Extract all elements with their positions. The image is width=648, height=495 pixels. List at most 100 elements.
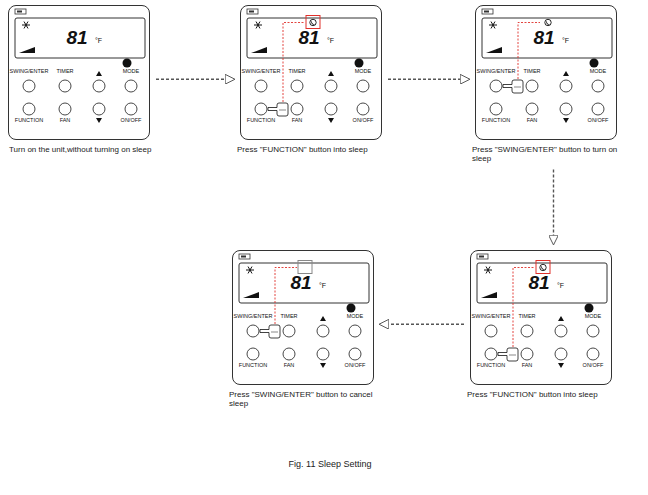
button bbox=[521, 325, 533, 337]
flow-arrow bbox=[553, 170, 554, 244]
lcd-display bbox=[247, 18, 377, 58]
sleep-icon bbox=[545, 19, 551, 25]
button-label: MODE bbox=[109, 68, 153, 74]
sleep-icon bbox=[310, 19, 316, 25]
button bbox=[587, 348, 599, 360]
button-label: ON/OFF bbox=[109, 117, 153, 123]
button bbox=[357, 103, 369, 115]
temperature-readout: 81 bbox=[59, 28, 95, 49]
button-label: SWING/ENTER bbox=[474, 68, 518, 74]
indicator-tag bbox=[484, 11, 489, 13]
indicator-tag bbox=[477, 254, 488, 259]
button bbox=[317, 348, 329, 360]
button bbox=[560, 80, 572, 92]
button-label: ON/OFF bbox=[341, 117, 385, 123]
button-label: TIMER bbox=[510, 68, 554, 74]
flow-arrow bbox=[156, 79, 234, 80]
cool-mode-icon bbox=[254, 22, 262, 29]
button bbox=[490, 103, 502, 115]
pressing-hand bbox=[271, 332, 278, 333]
indicator-tag bbox=[239, 254, 250, 259]
button-label: FAN bbox=[505, 362, 549, 368]
button bbox=[317, 325, 329, 337]
pressing-hand bbox=[268, 103, 288, 116]
button bbox=[555, 325, 567, 337]
cool-mode-icon bbox=[246, 267, 254, 274]
button-label: SWING/ENTER bbox=[231, 313, 275, 319]
indicator-tag bbox=[15, 9, 26, 14]
down-arrow-symbol bbox=[558, 363, 564, 368]
temperature-readout: 81 bbox=[283, 273, 319, 294]
button-label: MODE bbox=[571, 313, 615, 319]
pressing-hand bbox=[503, 80, 523, 93]
lcd-display bbox=[477, 263, 607, 303]
button-label: FAN bbox=[267, 362, 311, 368]
remote-controller-panel: 81°FSWING/ENTERTIMERMODEFUNCTIONFANON/OF… bbox=[240, 5, 382, 140]
button-label: FAN bbox=[510, 117, 554, 123]
button bbox=[59, 103, 71, 115]
up-arrow-symbol bbox=[320, 316, 326, 321]
button bbox=[125, 80, 137, 92]
signal-dot bbox=[590, 59, 599, 68]
button-label: SWING/ENTER bbox=[7, 68, 51, 74]
button bbox=[93, 103, 105, 115]
indicator-tag bbox=[482, 9, 493, 14]
button bbox=[255, 103, 267, 115]
temperature-unit: °F bbox=[319, 282, 333, 290]
down-arrow-symbol bbox=[328, 118, 334, 123]
button bbox=[125, 103, 137, 115]
signal-dot bbox=[355, 59, 364, 68]
temperature-readout: 81 bbox=[291, 28, 327, 49]
button-label: SWING/ENTER bbox=[469, 313, 513, 319]
down-arrow-symbol bbox=[96, 118, 102, 123]
remote-controller-panel: 81°FSWING/ENTERTIMERMODEFUNCTIONFANON/OF… bbox=[232, 250, 374, 385]
button bbox=[283, 325, 295, 337]
up-arrow-symbol bbox=[96, 71, 102, 76]
temperature-readout: 81 bbox=[521, 273, 557, 294]
temperature-unit: °F bbox=[562, 37, 576, 45]
pressing-hand bbox=[260, 325, 280, 338]
button bbox=[291, 80, 303, 92]
button bbox=[23, 103, 35, 115]
cool-mode-icon bbox=[489, 22, 497, 29]
pressing-hand bbox=[279, 110, 286, 111]
button bbox=[485, 348, 497, 360]
button-label: ON/OFF bbox=[576, 117, 620, 123]
step-caption: Press "SWING/ENTER" button to turn on sl… bbox=[472, 146, 632, 164]
button-label: TIMER bbox=[505, 313, 549, 319]
remote-controller-panel: 81°FSWING/ENTERTIMERMODEFUNCTIONFANON/OF… bbox=[8, 5, 150, 140]
lcd-display bbox=[15, 18, 145, 58]
highlight-box bbox=[536, 261, 550, 274]
button bbox=[526, 103, 538, 115]
button bbox=[247, 325, 259, 337]
button-label: MODE bbox=[341, 68, 385, 74]
up-arrow-symbol bbox=[328, 71, 334, 76]
signal-dot bbox=[123, 59, 132, 68]
indicator-tag bbox=[247, 9, 258, 14]
pressing-hand bbox=[498, 348, 518, 361]
remote-controller-panel: 81°FSWING/ENTERTIMERMODEFUNCTIONFANON/OF… bbox=[470, 250, 612, 385]
fan-speed-icon bbox=[19, 47, 35, 53]
button bbox=[247, 348, 259, 360]
fan-speed-icon bbox=[251, 47, 267, 53]
sleep-icon bbox=[540, 264, 546, 270]
button bbox=[592, 80, 604, 92]
button-label: FUNCTION bbox=[231, 362, 275, 368]
button-label: TIMER bbox=[267, 313, 311, 319]
button bbox=[560, 103, 572, 115]
up-arrow-symbol bbox=[558, 316, 564, 321]
button bbox=[349, 325, 361, 337]
button bbox=[592, 103, 604, 115]
button bbox=[325, 103, 337, 115]
button bbox=[93, 80, 105, 92]
cool-mode-icon bbox=[22, 22, 30, 29]
lcd-display bbox=[482, 18, 612, 58]
flow-arrow bbox=[388, 79, 469, 80]
button-label: MODE bbox=[576, 68, 620, 74]
step-caption: Press "SWING/ENTER" button to cancel sle… bbox=[229, 391, 389, 409]
button-label: ON/OFF bbox=[571, 362, 615, 368]
pressing-hand bbox=[509, 355, 516, 356]
button-label: FAN bbox=[43, 117, 87, 123]
temperature-unit: °F bbox=[327, 37, 341, 45]
